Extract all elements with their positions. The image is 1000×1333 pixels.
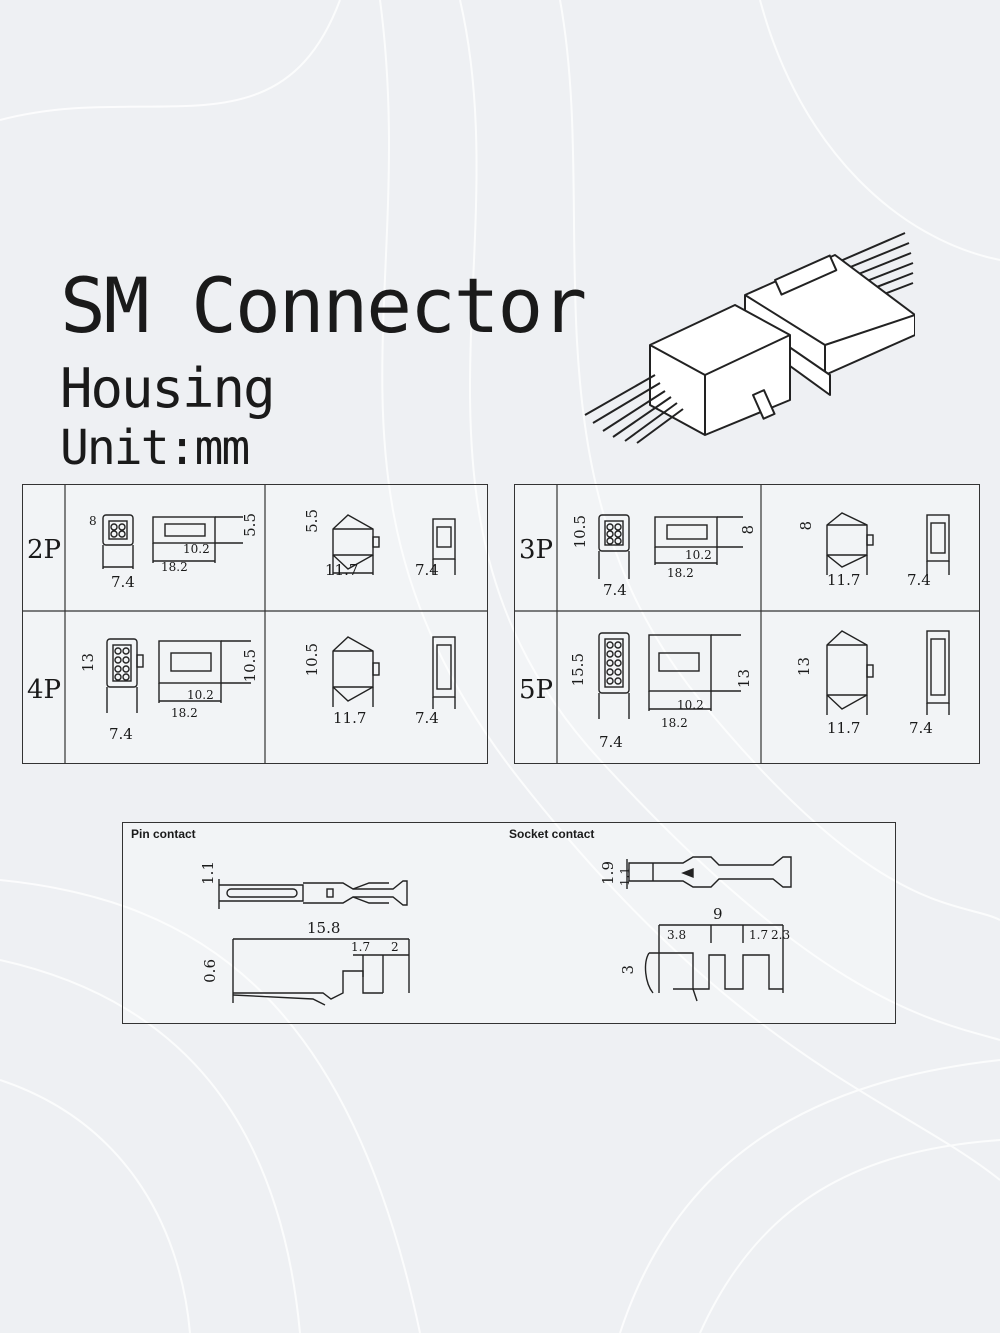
dim-5p-len: 18.2 [661,716,688,730]
dim-pin-a: 1.7 [351,940,371,954]
dim-3p-len: 18.2 [667,566,694,580]
drawing-5p-top-end [826,630,950,715]
dim-4p-len: 18.2 [171,706,198,720]
dim-3p-side-w: 10.2 [685,548,712,562]
drawing-4p-front-side [106,638,251,713]
table-grid [515,485,979,763]
dim-socket-dia-outer: 1.9 [599,861,617,885]
dim-pin-b: 2 [391,940,399,954]
dim-pin-thick: 0.6 [201,959,219,983]
dim-3p-width: 7.4 [603,581,627,599]
dim-5p-side-w: 10.2 [677,698,704,712]
pin-contact-drawing [218,879,410,1006]
row-label-4p: 4P [27,675,62,705]
row-label-5p: 5P [519,675,554,705]
dim-socket-a: 3.8 [667,928,687,942]
socket-contact-label: Socket contact [509,827,595,841]
dim-5p-face-h: 15.5 [569,653,587,687]
page-subtitle: Housing [60,357,276,420]
socket-contact-drawing [626,856,792,1002]
dim-socket-dia-inner: 1.1 [618,867,632,887]
dim-3p-side-h: 8 [739,525,757,535]
dim-pin-dia: 1.1 [199,861,217,885]
dim-2p-face-h: 8 [89,514,97,528]
contacts-panel: Pin contact Socket contact 1.1 15.8 1.7 … [122,822,896,1024]
row-label-3p: 3P [519,535,554,565]
dim-5p-top-w: 11.7 [827,719,861,737]
dim-4p-side-w: 10.2 [187,688,214,702]
dim-3p-face-h: 10.5 [571,515,589,549]
page-title: SM Connector [60,261,587,350]
dim-2p-top-w: 11.7 [325,561,359,579]
dim-5p-end-w: 7.4 [909,719,933,737]
table-2p-4p: 2P 4P 8 10.2 18.2 7.4 5.5 [22,484,488,764]
dim-4p-side-h: 10.5 [241,649,259,683]
dim-3p-top-h: 8 [797,521,815,531]
dim-4p-end-w: 7.4 [415,709,439,727]
dim-socket-b: 1.7 [749,928,769,942]
connector-3d-illustration [584,232,915,444]
dim-socket-length: 9 [713,905,723,923]
dim-5p-top-h: 13 [795,657,813,677]
dim-5p-side-h: 13 [735,669,753,689]
drawing-2p-front-side [102,514,243,569]
dim-2p-side-h: 5.5 [241,513,259,537]
dim-2p-top-h: 5.5 [303,509,321,533]
dim-4p-top-h: 10.5 [303,643,321,677]
drawing-5p-front-side [598,632,741,719]
dim-2p-end-w: 7.4 [415,561,439,579]
drawing-4p-top-end [332,636,456,709]
dim-socket-height: 3 [619,965,637,975]
dim-2p-width: 7.4 [111,573,135,591]
drawing-3p-front-side [598,514,743,579]
dim-pin-length: 15.8 [307,919,341,937]
dim-2p-side-w: 10.2 [183,542,210,556]
unit-label: Unit:mm [60,420,250,476]
dim-3p-top-w: 11.7 [827,571,861,589]
dim-2p-len: 18.2 [161,560,188,574]
dim-3p-end-w: 7.4 [907,571,931,589]
table-3p-5p: 3P 5P 10.5 10.2 18.2 7.4 8 [514,484,980,764]
table-grid [23,485,487,763]
dim-5p-width: 7.4 [599,733,623,751]
drawing-3p-top-end [826,512,950,575]
row-label-2p: 2P [27,535,62,565]
dim-4p-top-w: 11.7 [333,709,367,727]
dim-4p-face-h: 13 [79,653,97,673]
drawing-2p-top-end [332,514,456,575]
dim-4p-width: 7.4 [109,725,133,743]
dim-socket-c: 2.3 [771,928,791,942]
pin-contact-label: Pin contact [131,827,196,841]
